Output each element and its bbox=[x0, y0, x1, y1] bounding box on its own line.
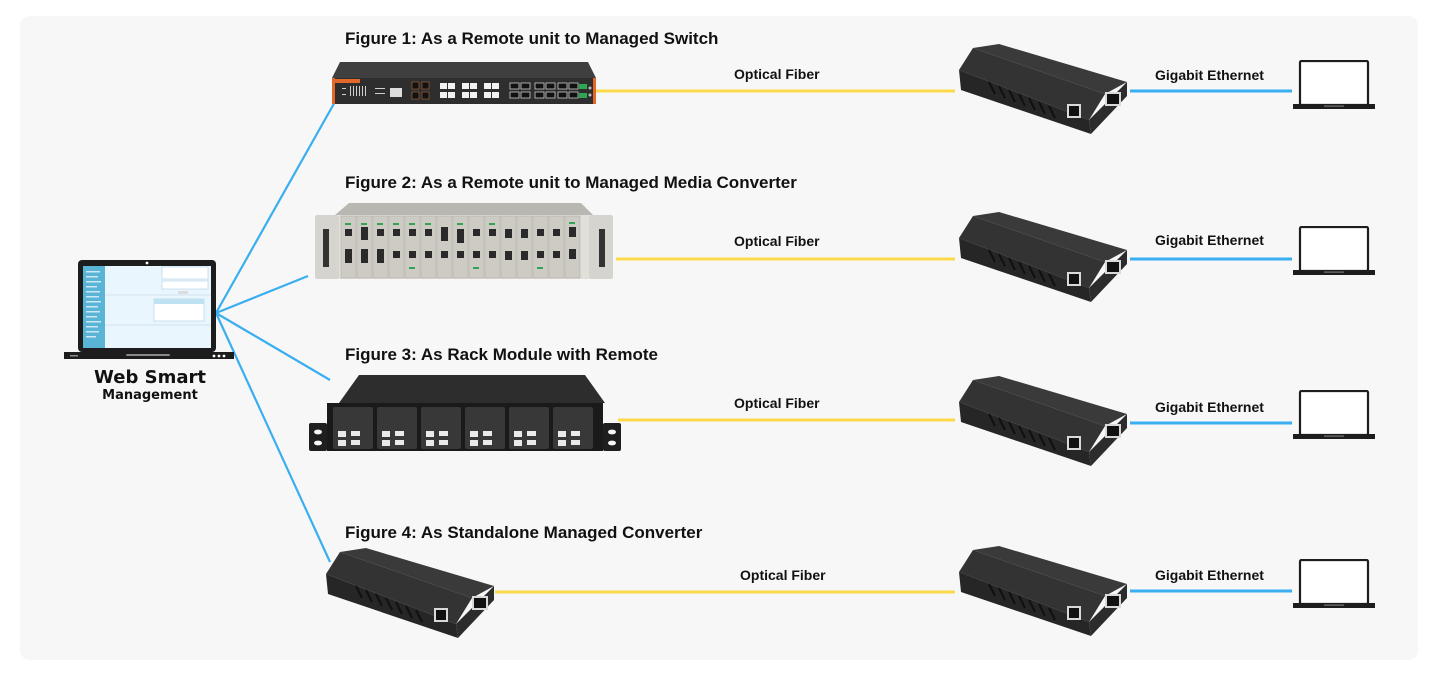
client-laptop-3-icon bbox=[1293, 390, 1375, 439]
figure-2-ethernet-label: Gigabit Ethernet bbox=[1155, 232, 1264, 248]
client-laptop-1-icon bbox=[1293, 60, 1375, 109]
mgmt-link-figure-4 bbox=[214, 312, 332, 563]
figure-2-fiber-label: Optical Fiber bbox=[734, 233, 820, 249]
standalone-converter-icon bbox=[326, 548, 494, 638]
managed-switch-icon bbox=[332, 62, 596, 104]
remote-converter-2-icon bbox=[959, 212, 1127, 302]
remote-converter-1-icon bbox=[959, 44, 1127, 134]
remote-converter-3-icon bbox=[959, 376, 1127, 466]
mgmt-link-figure-1 bbox=[215, 99, 337, 314]
remote-converter-4-icon bbox=[959, 546, 1127, 636]
figure-3-fiber-label: Optical Fiber bbox=[734, 395, 820, 411]
management-label: Web Smart Management bbox=[60, 368, 240, 404]
diagram-panel bbox=[20, 16, 1418, 660]
client-laptop-2-icon bbox=[1293, 226, 1375, 275]
figure-4-ethernet-label: Gigabit Ethernet bbox=[1155, 567, 1264, 583]
figure-3-ethernet-label: Gigabit Ethernet bbox=[1155, 399, 1264, 415]
figure-1-title: Figure 1: As a Remote unit to Managed Sw… bbox=[345, 29, 719, 48]
management-laptop-icon bbox=[64, 260, 234, 359]
figure-3-title: Figure 3: As Rack Module with Remote bbox=[345, 345, 658, 364]
figure-1-fiber-label: Optical Fiber bbox=[734, 66, 820, 82]
client-laptop-4-icon bbox=[1293, 559, 1375, 608]
figure-1-ethernet-label: Gigabit Ethernet bbox=[1155, 67, 1264, 83]
rack-module-icon bbox=[309, 375, 621, 451]
figure-4-fiber-label: Optical Fiber bbox=[740, 567, 826, 583]
figure-2-title: Figure 2: As a Remote unit to Managed Me… bbox=[345, 173, 797, 192]
media-converter-chassis-icon bbox=[315, 203, 613, 279]
management-label-line1: Web Smart bbox=[94, 367, 206, 388]
mgmt-link-figure-3 bbox=[215, 312, 331, 381]
mgmt-link-figure-2 bbox=[215, 274, 309, 315]
figure-4-title: Figure 4: As Standalone Managed Converte… bbox=[345, 523, 703, 542]
management-label-line2: Management bbox=[102, 388, 198, 403]
